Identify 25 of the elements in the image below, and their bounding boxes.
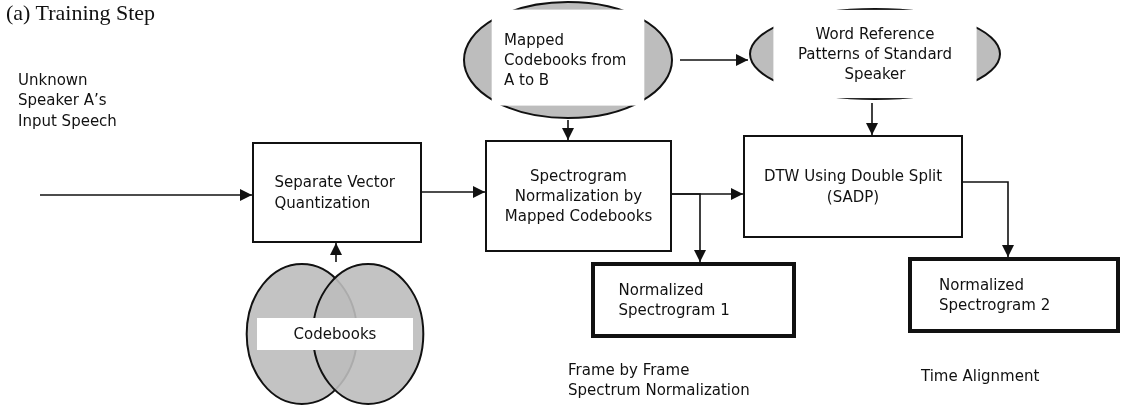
process-box [485,140,672,252]
arrow [866,102,878,136]
annotation-text: Time Alignment [921,366,1041,387]
arrow [962,181,1014,258]
arrow [562,119,574,141]
node-label: Mapped Codebooks from A to B [504,29,628,91]
arrow [330,242,342,263]
process-box [743,135,963,238]
node-label: Separate Vector Quantization [274,172,396,213]
process-box [252,142,422,243]
annotation-text: Frame by Frame Spectrum Normalization [568,360,751,401]
node-label: Normalized Spectrogram 1 [618,279,731,321]
node-label: Spectrogram Normalization by Mapped Codebooks [503,165,654,227]
node-label: Normalized Spectrogram 2 [939,274,1052,316]
arrow [39,189,253,201]
output-box [908,257,1120,333]
figure-title: (a) Training Step [6,0,156,26]
arrow [421,186,486,198]
node-label: Codebooks [257,317,413,351]
output-box [591,262,796,338]
arrow [671,193,706,263]
arrow [679,54,749,66]
node-label: DTW Using Double Split (SADP) [763,166,943,207]
node-label: Word Reference Patterns of Standard Speaker [797,23,953,85]
annotation-text: Unknown Speaker A’s Input Speech [18,70,118,131]
